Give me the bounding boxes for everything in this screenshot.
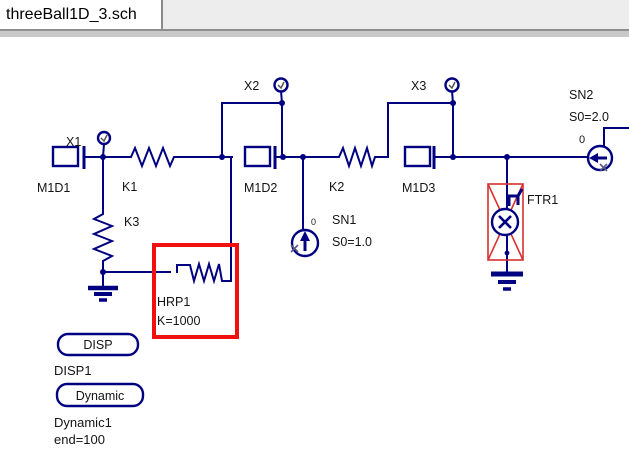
param-sn2[interactable]: S0=2.0 [569,110,609,124]
schematic-frame-edge [0,31,629,37]
tab-schematic-file[interactable]: threeBall1D_3.sch [0,0,163,29]
mass-body-icon [243,145,272,168]
param-sn1[interactable]: S0=1.0 [332,235,372,249]
dynamic-block-type: Dynamic [76,389,125,403]
spring-coil-icon [124,145,181,169]
error-box-icon [487,183,524,261]
hardstop-hrp1[interactable] [176,260,232,285]
probe-marker-icon [444,77,460,93]
dynamic-block[interactable]: Dynamic [55,382,145,408]
wire-segment[interactable] [377,102,454,158]
pin-label-sn2: 0 [579,134,585,146]
spring-coil-icon [91,156,115,273]
label-m1d1[interactable]: M1D1 [37,181,70,195]
mass-body-icon [403,145,432,168]
sensor-sn1[interactable] [290,228,320,258]
ground-icon[interactable] [491,271,523,291]
label-k1[interactable]: K1 [122,180,137,194]
label-x3[interactable]: X3 [411,79,426,93]
label-k2[interactable]: K2 [329,180,344,194]
junction-dot [219,154,225,160]
junction-dot [504,154,510,160]
sensor-sn2[interactable] [586,144,614,172]
spring-k2[interactable] [334,144,379,170]
cross-icon [498,215,512,229]
friction-ftr1[interactable] [487,183,524,261]
wires[interactable] [83,102,629,282]
label-x1[interactable]: X1 [66,135,81,149]
mass-m1d1[interactable] [51,145,86,169]
wire-label-x2[interactable] [273,77,289,105]
junction-dot [450,100,456,106]
disp-block-type: DISP [83,338,112,352]
label-sn1[interactable]: SN1 [332,213,356,227]
label-sn2[interactable]: SN2 [569,88,593,102]
junction-dot [100,269,106,275]
mass-m1d3[interactable] [403,145,436,169]
label-k3[interactable]: K3 [124,215,139,229]
tab-bar: threeBall1D_3.sch [0,0,629,29]
wire-segment[interactable] [221,102,283,158]
ground-icon[interactable] [88,272,118,302]
probe-hook-icon [100,134,108,143]
selection-box [152,243,239,339]
pin-dot [504,250,510,256]
probe-marker-icon [96,130,112,146]
open-pin-x-icon [290,244,299,253]
param-dynamic1[interactable]: end=100 [54,432,105,447]
label-ftr1[interactable]: FTR1 [527,193,558,207]
param-hrp1[interactable]: K=1000 [157,314,200,328]
label-disp1[interactable]: DISP1 [54,363,92,378]
label-dynamic1[interactable]: Dynamic1 [54,415,112,430]
label-m1d2[interactable]: M1D2 [244,181,277,195]
arrow-head-icon [589,153,598,163]
disp-block-box [56,332,140,357]
probe-hook-icon [277,81,285,90]
pin-label-sn1: 0 [311,217,316,227]
junction-dot [450,154,456,160]
junction-dot [279,100,285,106]
open-pin-x-icon [599,163,608,172]
label-hrp1[interactable]: HRP1 [157,295,190,309]
wire-segment[interactable] [603,127,629,147]
junction-dot [100,154,106,160]
spring-coil-icon [334,144,379,170]
wire-label-x3[interactable] [444,77,460,105]
label-m1d3[interactable]: M1D3 [402,181,435,195]
hardstop-symbol-icon [176,260,232,285]
probe-marker-icon [273,77,289,93]
wire-label-x1[interactable] [96,130,112,159]
dynamic-block-box [55,382,145,408]
junction-dots [100,100,510,275]
friction-flag-icon [507,188,524,206]
arrow-head-icon [300,231,310,241]
mass-m1d2[interactable] [243,145,277,169]
tab-title: threeBall1D_3.sch [6,5,137,23]
spring-k1[interactable] [124,145,181,169]
spring-k3[interactable] [91,156,115,273]
junction-dot [280,154,286,160]
tab-bar-border [0,29,629,31]
disp-block[interactable]: DISP [56,332,140,357]
mass-body-icon [51,145,80,168]
probe-hook-icon [448,81,456,90]
junction-dot [300,154,306,160]
label-x2[interactable]: X2 [244,79,259,93]
